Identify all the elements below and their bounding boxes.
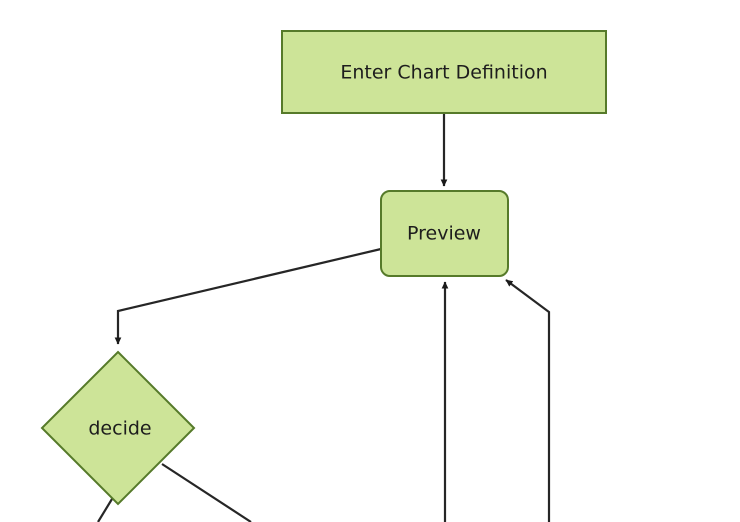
edge-group	[97, 113, 551, 522]
edge-decide-bottom-out	[97, 498, 113, 522]
node-decide[interactable]: decide	[40, 350, 196, 506]
edge-bottom-right-to-preview	[505, 279, 551, 522]
node-enter-chart-definition-label: Enter Chart Definition	[340, 62, 547, 84]
node-preview-shape[interactable]	[380, 190, 509, 277]
edge-decide-right-out	[161, 463, 252, 522]
node-preview[interactable]: Preview	[380, 190, 509, 277]
node-decide-shape[interactable]	[40, 350, 196, 506]
edge-preview-to-decide	[114, 247, 382, 345]
node-preview-label: Preview	[407, 223, 481, 245]
node-enter-chart-definition[interactable]: Enter Chart Definition	[281, 30, 607, 114]
node-decide-label: decide	[88, 418, 151, 440]
node-enter-chart-definition-shape[interactable]	[281, 30, 607, 114]
